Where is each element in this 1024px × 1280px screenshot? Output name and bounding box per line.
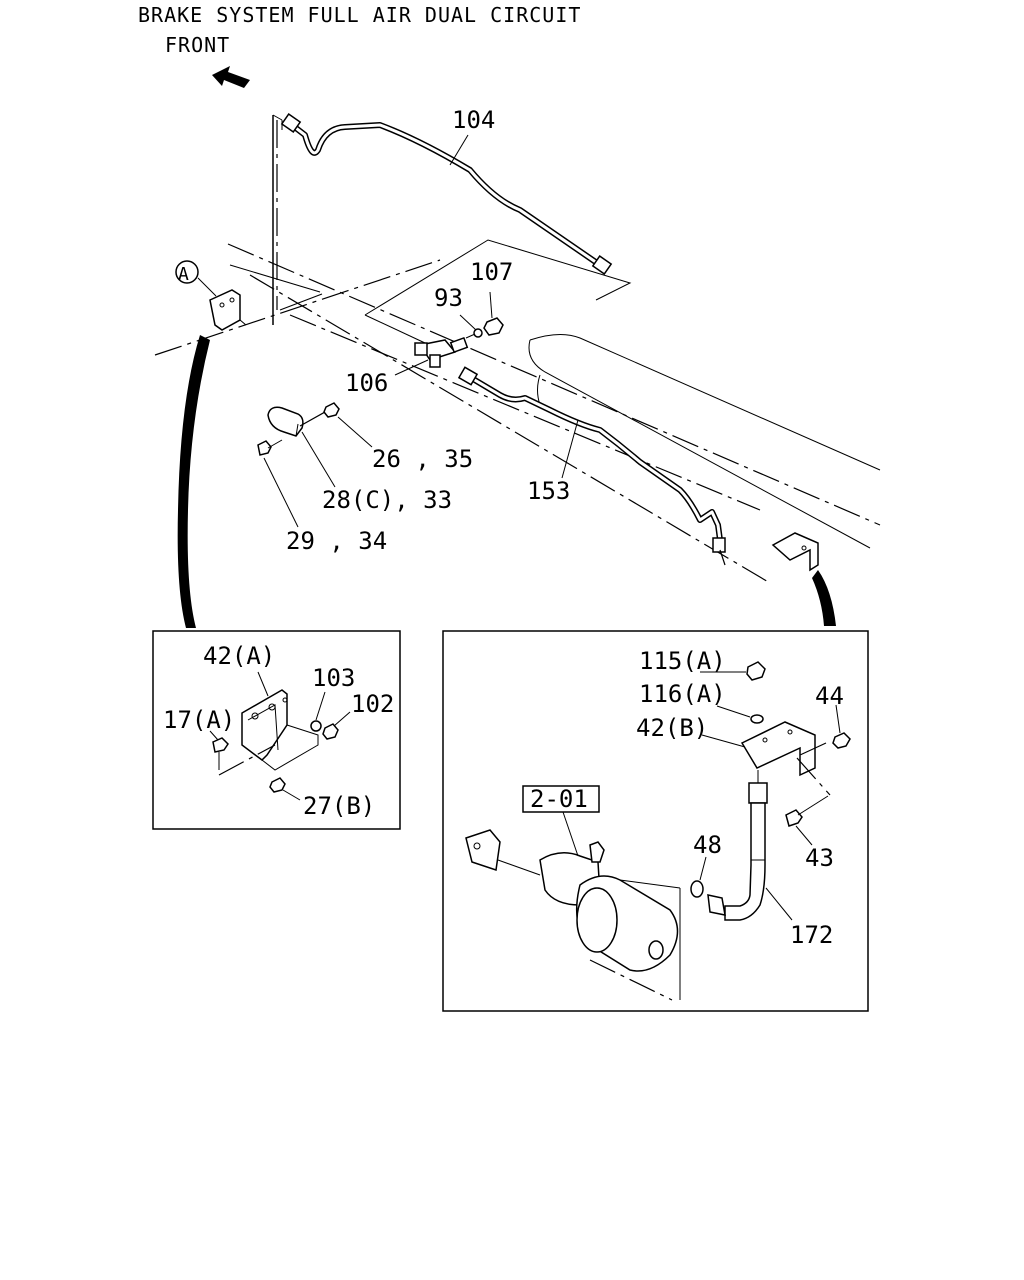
label-107: 107 [470, 258, 513, 286]
detail-box-left [152, 630, 401, 830]
frame-plate [272, 114, 283, 325]
ref-marker-circle [175, 260, 199, 284]
front-arrow-icon [212, 66, 250, 88]
label-2-01: 2-01 [530, 785, 588, 813]
label-43: 43 [805, 844, 834, 872]
nut-115a [746, 661, 766, 681]
label-26-35: 26 , 35 [372, 445, 473, 473]
label-42b: 42(B) [636, 714, 708, 742]
label-44: 44 [815, 682, 844, 710]
chassis-frame [154, 239, 881, 584]
assembly-ref-box [522, 785, 600, 813]
upper-leaders [263, 134, 579, 528]
label-104: 104 [452, 106, 495, 134]
front-label: FRONT [165, 33, 230, 57]
connector-106 [414, 317, 504, 368]
label-172: 172 [790, 921, 833, 949]
label-102: 102 [351, 690, 394, 718]
washer-116a [750, 714, 764, 724]
label-116a: 116(A) [639, 680, 726, 708]
clip-assembly [257, 402, 340, 456]
label-48: 48 [693, 831, 722, 859]
label-42a: 42(A) [203, 642, 275, 670]
nut-44 [832, 732, 851, 749]
washer-48 [690, 880, 704, 898]
label-27b: 27(B) [303, 792, 375, 820]
pipe-104 [280, 113, 613, 275]
fitting-nut [280, 113, 302, 133]
bracket-a: A [175, 260, 247, 331]
label-93: 93 [434, 284, 463, 312]
fitting-nut [591, 255, 613, 275]
washer-93 [473, 328, 483, 338]
diagram-title: BRAKE SYSTEM FULL AIR DUAL CIRCUIT [138, 3, 581, 27]
label-28c-33: 28(C), 33 [322, 486, 452, 514]
label-153: 153 [527, 477, 570, 505]
nut-107 [483, 317, 504, 336]
leader-arrow-left [177, 335, 210, 628]
ref-marker-a: A [178, 264, 189, 285]
leader-arrow-right [812, 570, 836, 626]
pipe-153 [457, 366, 726, 566]
label-103: 103 [312, 664, 355, 692]
label-115a: 115(A) [639, 647, 726, 675]
label-17a: 17(A) [163, 706, 235, 734]
label-29-34: 29 , 34 [286, 527, 387, 555]
bracket-right [771, 532, 819, 572]
label-106: 106 [345, 369, 388, 397]
detail-box-right [442, 630, 869, 1012]
